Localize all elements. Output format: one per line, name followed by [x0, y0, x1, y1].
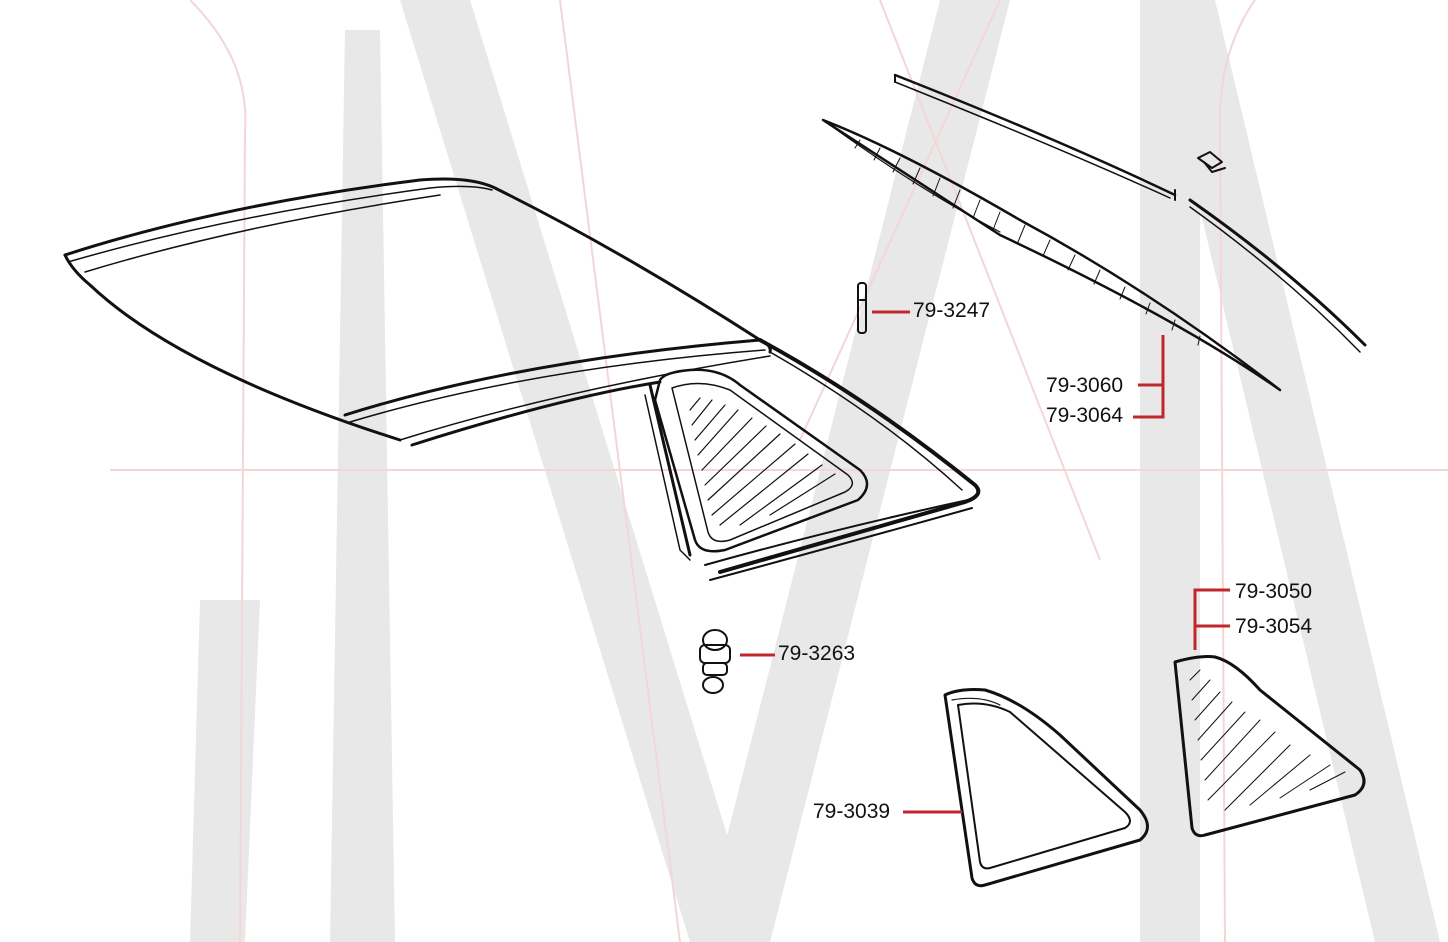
bracket-3247-drawing [857, 282, 867, 334]
hardtop-roof-drawing [63, 177, 981, 581]
quarter-glass-hatching [1189, 669, 1346, 811]
part-label-3060: 79-3060 [1046, 374, 1124, 397]
rear-glass-hatching [854, 139, 1201, 346]
part-label-3050: 79-3050 [1235, 580, 1313, 603]
leader-3064 [1133, 335, 1165, 419]
leader-3050 [1193, 588, 1230, 650]
part-label-3054: 79-3054 [1235, 615, 1313, 638]
rear-trim-strip-top [893, 73, 1177, 201]
part-label-3247: 79-3247 [913, 299, 991, 322]
part-label-3263: 79-3263 [778, 642, 856, 665]
rear-trim-strip-right [1188, 198, 1367, 353]
rear-window-glass [821, 118, 1282, 392]
small-clip-part [1197, 151, 1226, 173]
leader-lines [740, 310, 1230, 814]
part-label-3064: 79-3064 [1046, 404, 1124, 427]
quarter-window-glass-3050 [1173, 655, 1366, 838]
quarter-window-seal-3039 [943, 688, 1149, 888]
knob-3263-drawing [699, 629, 731, 694]
glass-hatching [689, 397, 836, 526]
part-label-3039: 79-3039 [813, 800, 891, 823]
